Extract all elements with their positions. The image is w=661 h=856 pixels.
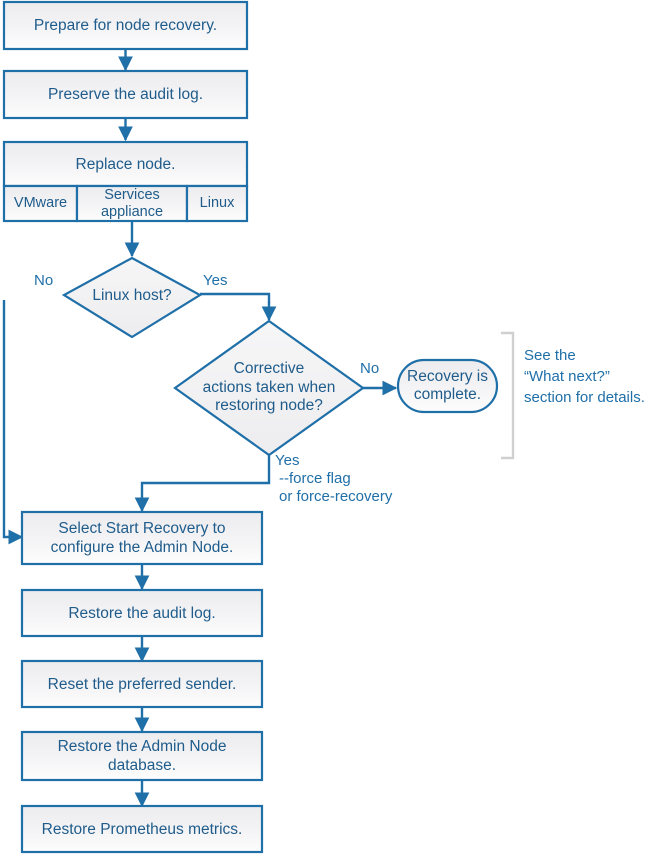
- node-restore-the-audit-log[interactable]: [20, 588, 264, 638]
- edge-label-linux-host-yes: Yes: [203, 272, 228, 289]
- connector-group: [2, 49, 398, 808]
- node-restore-admin-node-database[interactable]: [20, 730, 264, 782]
- edge-label-corrective-no: No: [360, 360, 380, 377]
- node-replace-node-option-vmware-label: VMware: [13, 195, 68, 211]
- edge-label-corrective-yes: Yes: [275, 452, 300, 469]
- node-replace-node[interactable]: [2, 140, 249, 188]
- node-replace-node-option-vmware[interactable]: [2, 184, 79, 223]
- edge-label-force-flag: --force flag or force-recovery: [279, 470, 393, 505]
- node-reset-the-preferred-sender[interactable]: [20, 659, 264, 709]
- node-restore-prometheus-metrics[interactable]: [20, 804, 264, 854]
- edge-corrective-yes-to-startrecovery: [134, 455, 271, 513]
- node-select-start-recovery[interactable]: [20, 510, 264, 566]
- node-corrective-actions-decision[interactable]: [173, 319, 365, 457]
- what-next-bracket: [501, 331, 515, 460]
- edge-linuxhost-no-to-startrecovery: [2, 300, 24, 545]
- edge-linuxhost-yes-elbow: [200, 292, 271, 303]
- what-next-note: See the “What next?” section for details…: [524, 347, 645, 406]
- node-linux-host-decision[interactable]: [61, 256, 203, 339]
- node-replace-node-option-linux-label: Linux: [199, 195, 235, 211]
- node-prepare-for-node-recovery[interactable]: [2, 0, 249, 51]
- edge-label-linux-host-no: No: [34, 272, 54, 289]
- node-preserve-the-audit-log[interactable]: [2, 69, 249, 120]
- node-replace-node-option-linux[interactable]: [185, 184, 249, 223]
- node-replace-node-option-services-appliance[interactable]: [75, 184, 189, 223]
- node-replace-node-option-services-appliance-label: Services appliance: [100, 186, 164, 220]
- node-recovery-is-complete[interactable]: [396, 358, 499, 414]
